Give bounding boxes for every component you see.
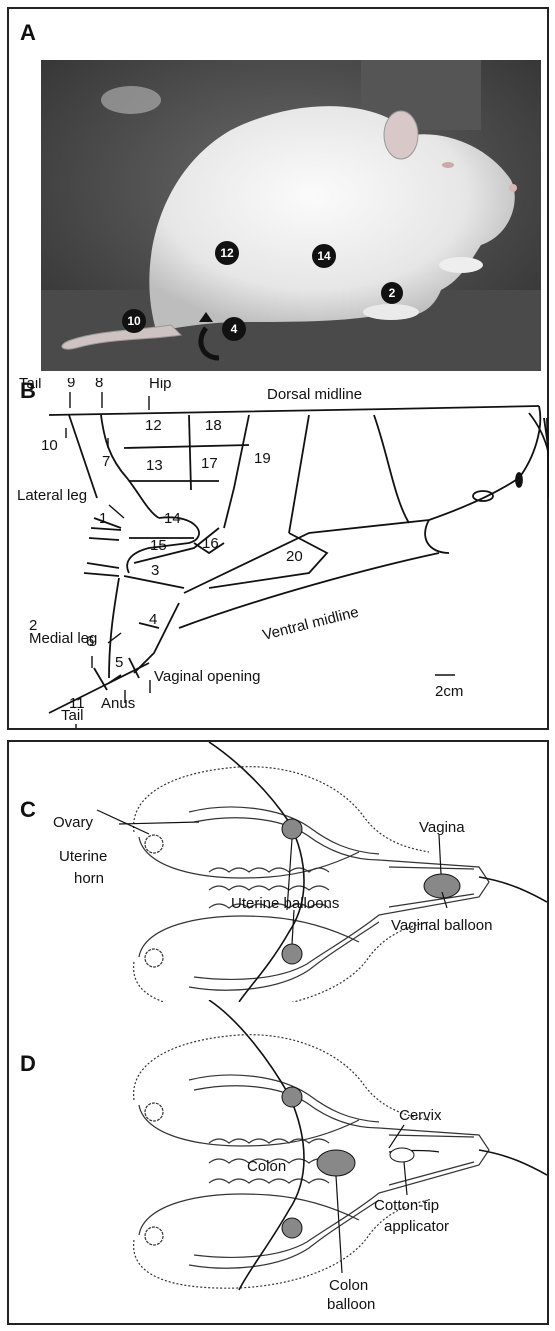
label-dorsal-midline: Dorsal midline	[267, 386, 362, 403]
svg-text:14: 14	[317, 249, 331, 263]
svg-text:12: 12	[220, 246, 234, 260]
label-colon-balloon-2: balloon	[327, 1296, 375, 1313]
photo-spot-10: 10	[122, 309, 146, 333]
label-ovary: Ovary	[53, 814, 94, 831]
region-1: 1	[99, 510, 107, 527]
region-18: 18	[205, 417, 222, 434]
dermatome-map: Tail Hip Dorsal midline Lateral leg Medi…	[9, 378, 549, 728]
region-15: 15	[150, 537, 167, 554]
label-uterine-horn-1: Uterine	[59, 848, 107, 865]
photo-spot-2: 2	[381, 282, 403, 304]
photo-spot-12: 12	[215, 241, 239, 265]
region-7: 7	[102, 453, 110, 470]
region-9: 9	[67, 378, 75, 391]
region-3: 3	[151, 562, 159, 579]
label-tail-top: Tail	[19, 378, 42, 392]
region-2: 2	[29, 617, 37, 634]
svg-text:2: 2	[389, 286, 396, 300]
label-vagina: Vagina	[419, 819, 465, 836]
label-hip: Hip	[149, 378, 172, 392]
label-colon: Colon	[247, 1158, 286, 1175]
svg-text:10: 10	[127, 314, 141, 328]
region-11: 11	[69, 695, 85, 712]
panel-a-letter: A	[20, 20, 36, 46]
photo-spot-4: 4	[222, 317, 246, 341]
label-cotton-tip-2: applicator	[384, 1218, 449, 1235]
uterine-diagram-d: Cervix Colon Cotton-tip applicator Colon…	[9, 1000, 547, 1320]
rat-photo: 12 14 2 10 4	[41, 60, 541, 371]
svg-text:4: 4	[231, 322, 238, 336]
region-8: 8	[95, 378, 103, 391]
label-lateral-leg: Lateral leg	[17, 487, 87, 504]
label-uterine-balloons: Uterine balloons	[231, 895, 339, 912]
region-5: 5	[115, 654, 123, 671]
region-6: 6	[86, 633, 94, 650]
label-cervix: Cervix	[399, 1107, 442, 1124]
photo-spot-14: 14	[312, 244, 336, 268]
label-anus: Anus	[101, 695, 135, 712]
region-19: 19	[254, 450, 271, 467]
region-13: 13	[146, 457, 163, 474]
label-vaginal-opening: Vaginal opening	[154, 668, 260, 685]
region-17: 17	[201, 455, 218, 472]
label-uterine-horn-2: horn	[74, 870, 104, 887]
label-ventral-midline: Ventral midline	[261, 604, 361, 644]
label-scale: 2cm	[435, 683, 463, 700]
label-cotton-tip-1: Cotton-tip	[374, 1197, 439, 1214]
region-4: 4	[149, 611, 157, 628]
region-20: 20	[286, 548, 303, 565]
label-vaginal-balloon: Vaginal balloon	[391, 917, 492, 934]
uterine-diagram-c: Vagina Ovary Uterine horn Uterine balloo…	[9, 742, 547, 1002]
label-colon-balloon-1: Colon	[329, 1277, 368, 1294]
region-14: 14	[164, 510, 181, 527]
region-12: 12	[145, 417, 162, 434]
region-16: 16	[202, 535, 219, 552]
region-10: 10	[41, 437, 58, 454]
